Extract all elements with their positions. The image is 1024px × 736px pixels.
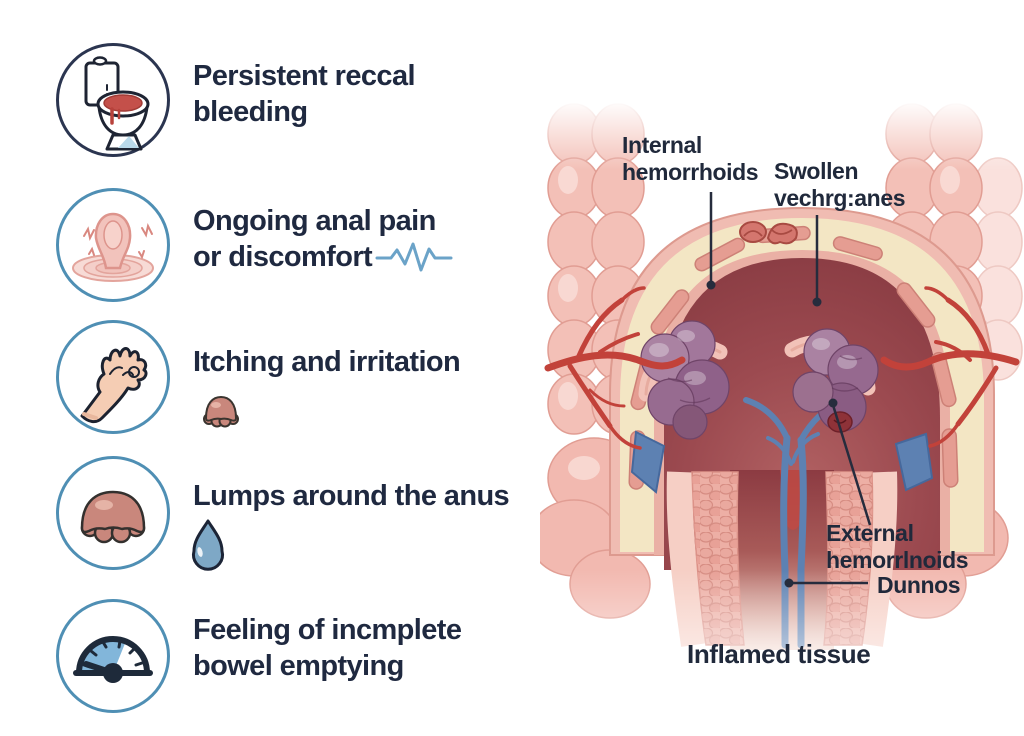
arteries [544,286,1020,450]
symptom-text-bleeding: Persistent reccal bleeding [193,58,416,130]
label-line: External [826,520,914,546]
bottom-fade [540,570,1024,720]
gauge-icon [73,636,153,683]
symptom-line: Persistent reccal [193,60,416,92]
label-line: Internal [622,132,702,158]
label-dunnos: Dunnos [877,572,961,599]
hemorrhoid-anatomy-illustration [540,100,1024,720]
scratching-hand-icon [80,347,148,424]
symptom-icon-circle-lumps [56,456,170,570]
label-external-hemorrhoids: External hemorrlnoids [826,520,969,574]
symptom-text-lumps: Lumps around the anus [193,478,510,514]
label-line: Inflamed tissue [687,639,871,669]
swollen-vessel-knot [739,221,798,245]
symptom-line: bleeding [193,96,308,128]
symptom-line: bowel emptying [193,650,404,682]
lump-icon [80,490,146,544]
symptom-line: Lumps around the anus [193,480,510,512]
label-line: Dunnos [877,572,961,598]
symptom-line: Itching and irritation [193,346,461,378]
symptom-line: Feeling of incmplete [193,614,462,646]
label-line: Swollen [774,158,859,184]
symptom-text-incomplete: Feeling of incmplete bowel emptying [193,612,462,684]
symptom-icon-circle-bleeding [56,43,170,157]
pulse-waveform-icon [375,242,453,272]
symptom-text-pain: Ongoing anal pain or discomfort [193,203,455,275]
symptom-line: or discomfort [193,241,373,273]
top-fade [540,100,1024,170]
symptom-line: Ongoing anal pain [193,205,436,237]
symptom-icon-circle-incomplete [56,599,170,713]
label-line: vechrg:anes [774,185,906,211]
label-swollen-vessels: Swollen vechrg:anes [774,158,906,212]
droplet-icon [192,519,224,571]
swelling-pain-icon [72,212,154,282]
label-internal-hemorrhoids: Internal hemorrhoids [622,132,759,186]
label-leader-lines [706,192,872,588]
label-line: hemorrhoids [622,159,759,185]
label-inflamed-tissue: Inflamed tissue [687,639,871,669]
symptom-text-itching: Itching and irritation [193,344,461,380]
veins [630,397,934,649]
symptom-icon-circle-itching [56,320,170,434]
external-hemorrhoid-spot [827,411,853,433]
toilet-blood-icon [84,56,150,151]
symptom-icon-circle-pain [56,188,170,302]
internal-hemorrhoid-lumps [640,320,879,440]
label-line: hemorrlnoids [826,547,969,573]
small-lump-icon [203,396,239,428]
